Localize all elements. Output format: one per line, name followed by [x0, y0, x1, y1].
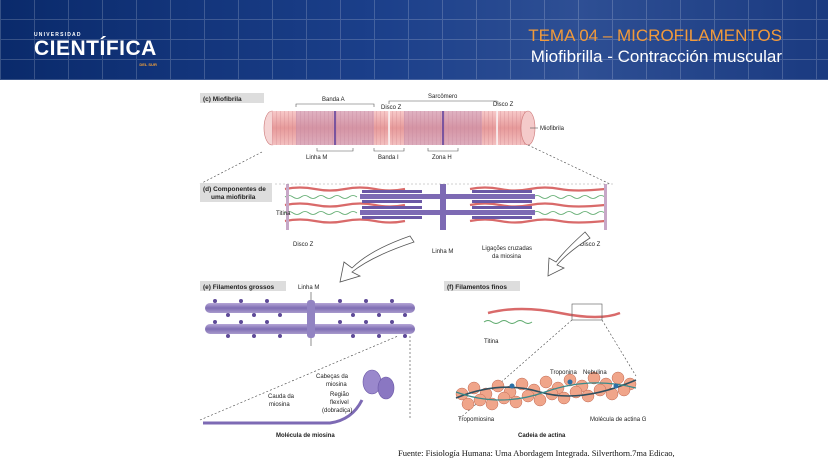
panel-e-heading-box	[200, 281, 286, 291]
disco-z-right-label: Disco Z	[580, 242, 601, 248]
cabecas-label-2: miosina	[326, 382, 347, 388]
cabecas-label-1: Cabeças da	[316, 374, 349, 380]
cauda-label-2: miosina	[269, 402, 290, 408]
panel-e-heading: (e) Filamentos grossos	[203, 284, 275, 291]
zoom-line-left	[199, 151, 263, 185]
nebulina-label: Nebulina	[583, 370, 607, 376]
troponina-label: Troponina	[550, 370, 577, 376]
myosin-tail	[203, 399, 364, 425]
panel-d-heading-1: (d) Componentes de	[203, 186, 266, 193]
regiao-label-3: (dobradiça)	[322, 408, 352, 414]
arrow-to-panel-e	[339, 235, 415, 283]
panel-f-heading: (f) Filamentos finos	[447, 284, 507, 291]
banner-background-pattern	[0, 0, 828, 80]
titina-label-f: Titina	[484, 339, 499, 345]
z-disc-right	[604, 184, 607, 230]
m-line-bar	[440, 184, 446, 230]
linha-m-label-d: Linha M	[432, 249, 453, 255]
myosin-cross-bridges	[362, 190, 532, 219]
zona-h-bracket	[427, 148, 459, 152]
sarcomero-bracket	[388, 100, 498, 104]
linha-m-label-e: Linha M	[298, 285, 319, 291]
logo-sub-text: DEL SUR	[139, 62, 157, 67]
disco-z-label-2: Disco Z	[493, 102, 514, 108]
banda-i-label: Banda I	[378, 155, 399, 161]
tropomiosina-label: Tropomiosina	[458, 417, 495, 423]
banda-a-label: Banda A	[322, 97, 345, 103]
troponin-complexes	[509, 379, 619, 389]
linha-m-label: Linha M	[306, 155, 327, 161]
ligacoes-label-1: Ligações cruzadas	[482, 246, 532, 252]
panel-f-thin-filaments: (f) Filamentos finos Titina T	[444, 281, 647, 439]
panel-f-heading-box	[444, 281, 520, 291]
z-disc-left	[286, 184, 289, 230]
titin-f	[483, 320, 533, 324]
zoom-line-f-right	[601, 319, 637, 377]
thick-filament-2	[360, 210, 535, 215]
slide-subtitle: Miofibrilla - Contracción muscular	[530, 47, 782, 66]
thick-filament-1	[360, 194, 535, 199]
m-line-e	[307, 300, 315, 338]
titina-label-d: Titina	[276, 211, 291, 217]
regiao-label-2: flexível	[330, 400, 349, 406]
nebulin-strand	[455, 382, 637, 401]
banda-a-bracket	[295, 103, 375, 107]
actin-chain	[455, 371, 637, 411]
titin-filaments	[284, 195, 606, 215]
myosin-heads-e	[213, 299, 407, 338]
cauda-label-1: Cauda da	[268, 394, 295, 400]
university-logo: UNIVERSIDAD CIENTÍFICA DEL SUR	[34, 32, 157, 67]
header-banner: UNIVERSIDAD CIENTÍFICA DEL SUR TEMA 04 –…	[0, 0, 828, 80]
arrow-to-panel-f	[547, 231, 591, 277]
panel-c-heading-box	[200, 93, 264, 103]
zoom-box-f	[571, 303, 603, 321]
panel-c-heading: (c) Miofibrila	[203, 96, 242, 103]
zoom-line-f-left	[457, 319, 573, 421]
thin-filament-f	[487, 307, 621, 319]
molecula-label: Molécula de miosina	[276, 433, 335, 439]
myofibril-figure: (c) Miofibrila Banda A Sarcômero Disco Z…	[199, 93, 647, 439]
ligacoes-label-2: da miosina	[492, 254, 522, 260]
logo-top-text: UNIVERSIDAD	[34, 32, 82, 38]
disco-z-left-label: Disco Z	[293, 242, 314, 248]
logo-main-text: CIENTÍFICA	[34, 37, 157, 60]
cadeia-label: Cadeia de actina	[518, 433, 566, 439]
miofibrila-label: Miofibrila	[540, 126, 565, 132]
panel-c-myofibril: (c) Miofibrila Banda A Sarcômero Disco Z…	[199, 93, 611, 185]
actina-g-label: Molécula de actina G	[590, 417, 647, 423]
linha-m-bracket	[316, 148, 354, 152]
myosin-head-2	[377, 376, 395, 400]
zoom-line-right	[527, 144, 611, 185]
sarcomero-label: Sarcômero	[428, 94, 458, 100]
panel-d-components: (d) Componentes de uma miofibrila	[200, 183, 615, 283]
panel-e-thick-filaments: (e) Filamentos grossos Linha M Cabeças d…	[199, 281, 415, 439]
zona-h-label: Zona H	[432, 155, 452, 161]
source-citation: Fuente: Fisiología Humana: Uma Abordagem…	[398, 448, 675, 458]
regiao-label-1: Região	[330, 392, 350, 398]
banda-i-bracket	[373, 148, 405, 152]
myofibril-striations	[272, 111, 528, 145]
panel-d-heading-2: uma miofibrila	[211, 194, 256, 201]
panel-d-heading-box	[200, 183, 272, 202]
tropomyosin-strand	[455, 379, 637, 399]
slide-title: TEMA 04 – MICROFILAMENTOS	[528, 26, 782, 45]
disco-z-label-1: Disco Z	[381, 105, 402, 111]
